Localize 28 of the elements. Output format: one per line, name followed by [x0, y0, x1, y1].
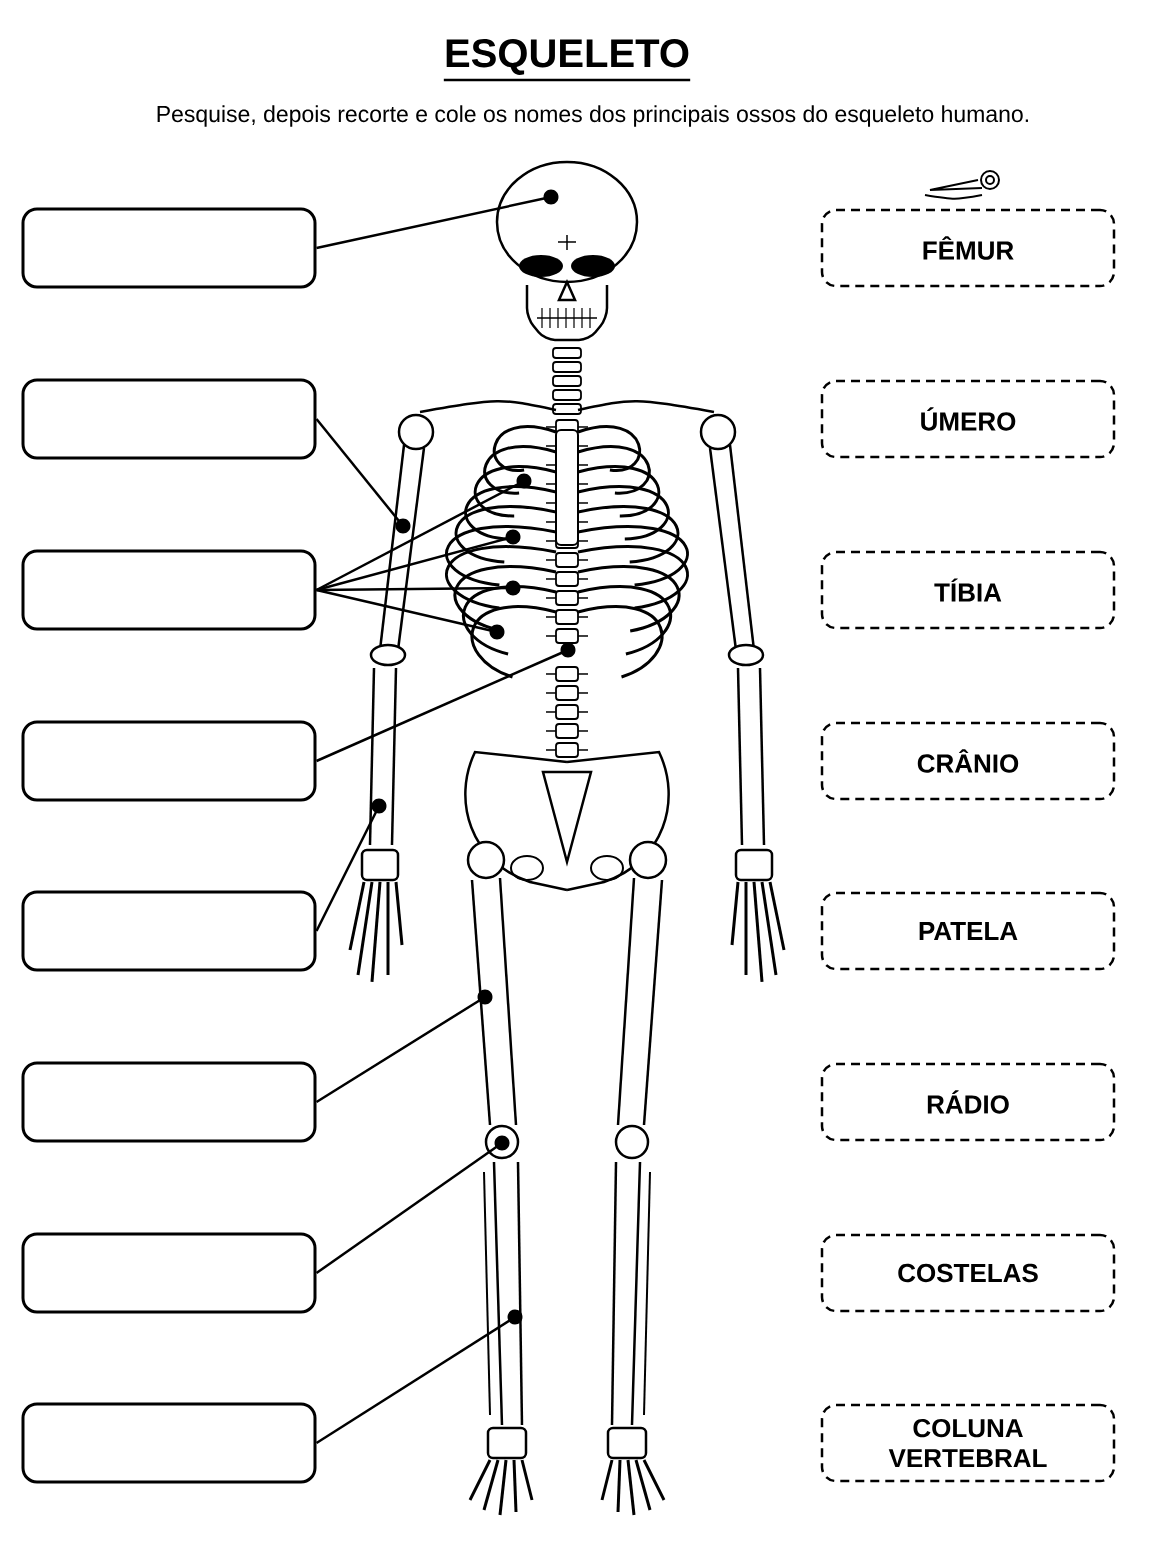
leader-line — [316, 642, 576, 763]
leader-line — [315, 418, 411, 534]
answer-box — [21, 890, 317, 972]
title: ESQUELETO — [443, 39, 691, 82]
label-card: PATELA — [820, 891, 1116, 971]
answer-box — [21, 207, 317, 289]
answer-box — [21, 720, 317, 802]
label-card: FÊMUR — [820, 208, 1116, 288]
answer-box — [21, 378, 317, 460]
label-card: CRÂNIO — [820, 721, 1116, 801]
answer-box — [21, 549, 317, 631]
leader-line — [316, 189, 559, 250]
instruction-text: Pesquise, depois recorte e cole os nomes dos principais ossos do esqueleto humano. — [157, 105, 1028, 127]
leader-line — [315, 989, 493, 1104]
label-card: COSTELAS — [820, 1233, 1116, 1313]
label-card: COLUNA VERTEBRAL — [820, 1403, 1116, 1483]
answer-box — [21, 1232, 317, 1314]
label-card: ÚMERO — [820, 379, 1116, 459]
leader-line — [316, 529, 521, 592]
leader-line — [315, 1135, 510, 1274]
label-card: RÁDIO — [820, 1062, 1116, 1142]
label-card: TÍBIA — [820, 550, 1116, 630]
answer-box — [21, 1061, 317, 1143]
leader-line — [315, 1309, 523, 1445]
leader-line — [316, 588, 505, 640]
answer-box — [21, 1402, 317, 1484]
leader-line — [316, 580, 521, 596]
leader-line — [315, 798, 387, 932]
